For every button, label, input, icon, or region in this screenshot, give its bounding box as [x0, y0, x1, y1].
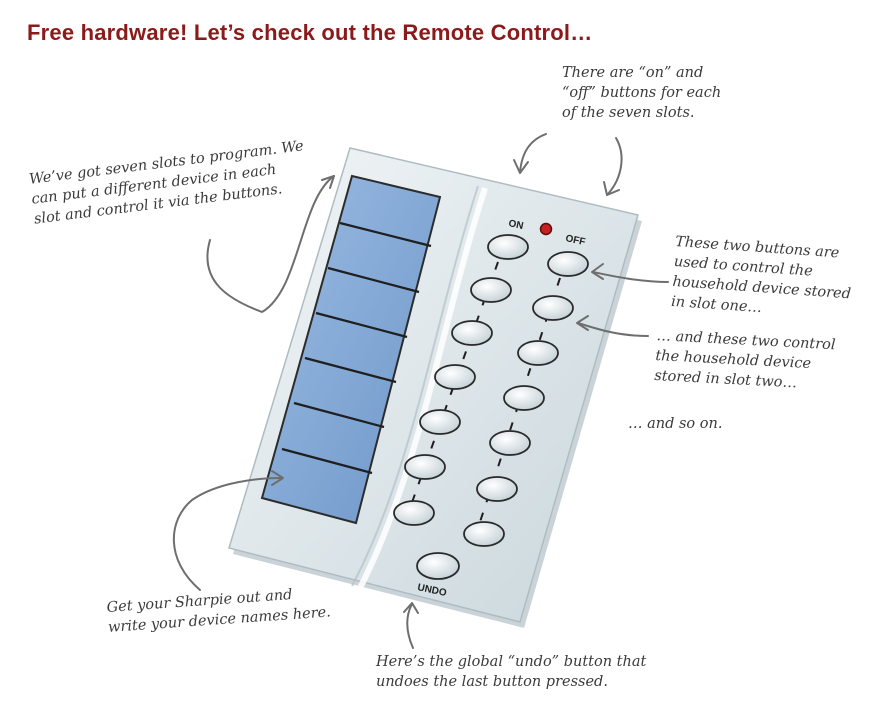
undo-button[interactable] — [416, 552, 460, 580]
arrow-on-buttons — [519, 133, 547, 173]
note-on-off-buttons: There are “on” and “off” buttons for eac… — [562, 65, 722, 121]
arrow-slot-two — [577, 322, 649, 337]
note-undo: Here’s the global “undo” button that und… — [376, 654, 647, 690]
off-button-slot-6[interactable] — [476, 476, 518, 502]
off-button-slot-1[interactable] — [547, 251, 589, 277]
off-label: OFF — [564, 233, 586, 248]
arrow-undo — [406, 603, 414, 649]
arrowhead — [403, 602, 419, 614]
on-button-slot-2[interactable] — [470, 277, 512, 303]
slot-divider — [327, 266, 420, 294]
on-button-slot-4[interactable] — [434, 364, 476, 390]
on-label: ON — [507, 218, 524, 232]
off-button-slot-2[interactable] — [532, 295, 574, 321]
arrowhead — [576, 315, 589, 331]
led-indicator — [539, 222, 553, 236]
slot-divider — [293, 401, 385, 429]
on-button-slot-5[interactable] — [419, 409, 461, 435]
arrow-sharpie — [172, 477, 283, 591]
arrow-slot-one — [592, 271, 669, 283]
on-button-slot-3[interactable] — [451, 320, 493, 346]
arrowhead — [513, 159, 529, 174]
off-button-slot-7[interactable] — [463, 521, 505, 547]
arrowhead — [321, 175, 335, 189]
note-slot-two: … and these two control the household de… — [653, 327, 836, 392]
arrowhead — [591, 263, 604, 280]
off-button-slot-5[interactable] — [489, 430, 531, 456]
slot-divider — [281, 447, 373, 475]
slot-panel — [260, 174, 442, 525]
slot-divider — [304, 356, 397, 384]
page-title: Free hardware! Let’s check out the Remot… — [27, 20, 593, 45]
arrow-slots — [206, 175, 335, 313]
slot-divider — [315, 311, 408, 339]
on-column-line — [409, 261, 499, 509]
arrowhead — [271, 470, 284, 486]
arrowhead — [603, 181, 620, 196]
arrow-off-buttons — [607, 137, 623, 195]
off-button-slot-3[interactable] — [517, 340, 559, 366]
note-slot-one: These two buttons are used to control th… — [670, 233, 852, 317]
off-button-slot-4[interactable] — [503, 385, 545, 411]
on-button-slot-1[interactable] — [487, 234, 529, 260]
remote-divider — [357, 187, 488, 590]
on-button-slot-6[interactable] — [404, 454, 446, 480]
on-button-slot-7[interactable] — [393, 500, 435, 526]
slot-divider — [339, 221, 432, 248]
note-and-so-on: … and so on. — [628, 416, 723, 432]
